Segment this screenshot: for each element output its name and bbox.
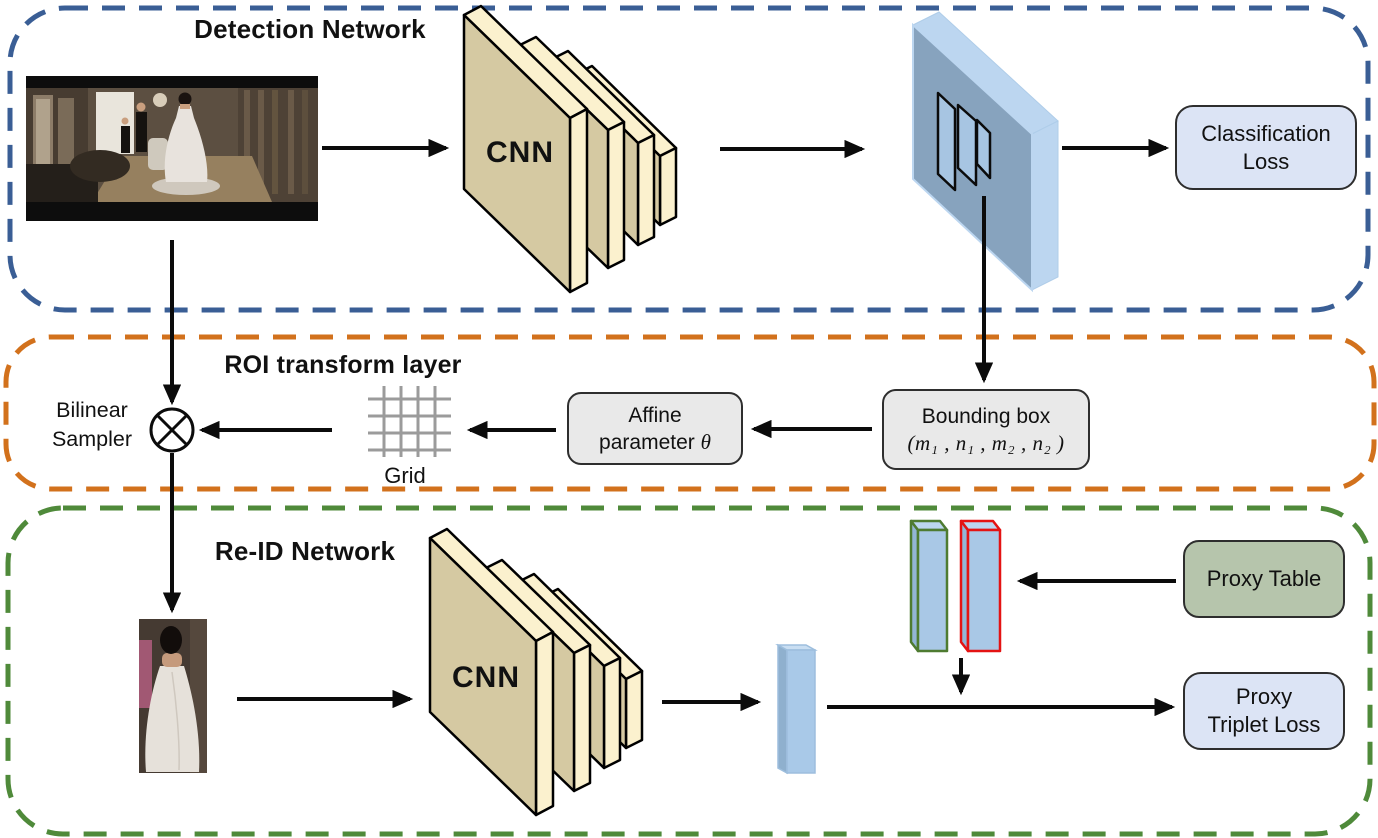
detection-network-box (7, 5, 1371, 313)
proxy-table-box: Proxy Table (1183, 540, 1345, 618)
reid-network-box (5, 505, 1373, 837)
bilinear-line1: Bilinear (56, 398, 128, 422)
anchor-boxes (936, 91, 992, 192)
person-crop-image (139, 619, 207, 773)
roi-transform-layer-box (3, 334, 1377, 492)
proxy-negative-bar (959, 519, 1002, 653)
bounding-box-line1: Bounding box (921, 405, 1051, 428)
grid-label: Grid (384, 463, 426, 488)
bilinear-sampler-icon (149, 407, 195, 453)
proxy-triplet-loss-line1: Proxy (1235, 684, 1293, 709)
bounding-box-coords: (m₁ , n₁ , m₂ , n₂ ) (907, 431, 1065, 455)
cnn-label-reid: CNN (452, 661, 520, 694)
cnn-label-detection: CNN (486, 136, 554, 169)
feature-map (912, 11, 1059, 293)
bilinear-sampler-label: Bilinear Sampler (36, 396, 148, 454)
affine-parameter-word: parameter (599, 430, 695, 454)
proxy-positive-bar (909, 519, 949, 653)
feature-vector-bar (775, 643, 818, 775)
classification-loss-line1: Classification (1201, 120, 1331, 146)
affine-line1: Affine (628, 403, 682, 427)
proxy-table-label: Proxy Table (1206, 566, 1322, 591)
bounding-box-box: Bounding box (m₁ , n₁ , m₂ , n₂ ) (882, 389, 1090, 470)
theta-symbol: θ (700, 429, 711, 454)
reid-network-title: Re-ID Network (214, 536, 396, 566)
bilinear-line2: Sampler (51, 427, 133, 451)
detection-network-title: Detection Network (194, 14, 426, 44)
affine-line2: parameter θ (599, 429, 711, 456)
roi-transform-layer-title: ROI transform layer (224, 351, 462, 379)
grid-icon (368, 386, 451, 457)
proxy-triplet-loss-line2: Triplet Loss (1207, 712, 1321, 737)
classification-loss-box: Classification Loss (1175, 105, 1357, 190)
affine-parameter-box: Affine parameter θ (567, 392, 743, 465)
proxy-triplet-loss-box: Proxy Triplet Loss (1183, 672, 1345, 750)
classification-loss-line2: Loss (1242, 148, 1290, 174)
input-frame-image (26, 76, 318, 221)
